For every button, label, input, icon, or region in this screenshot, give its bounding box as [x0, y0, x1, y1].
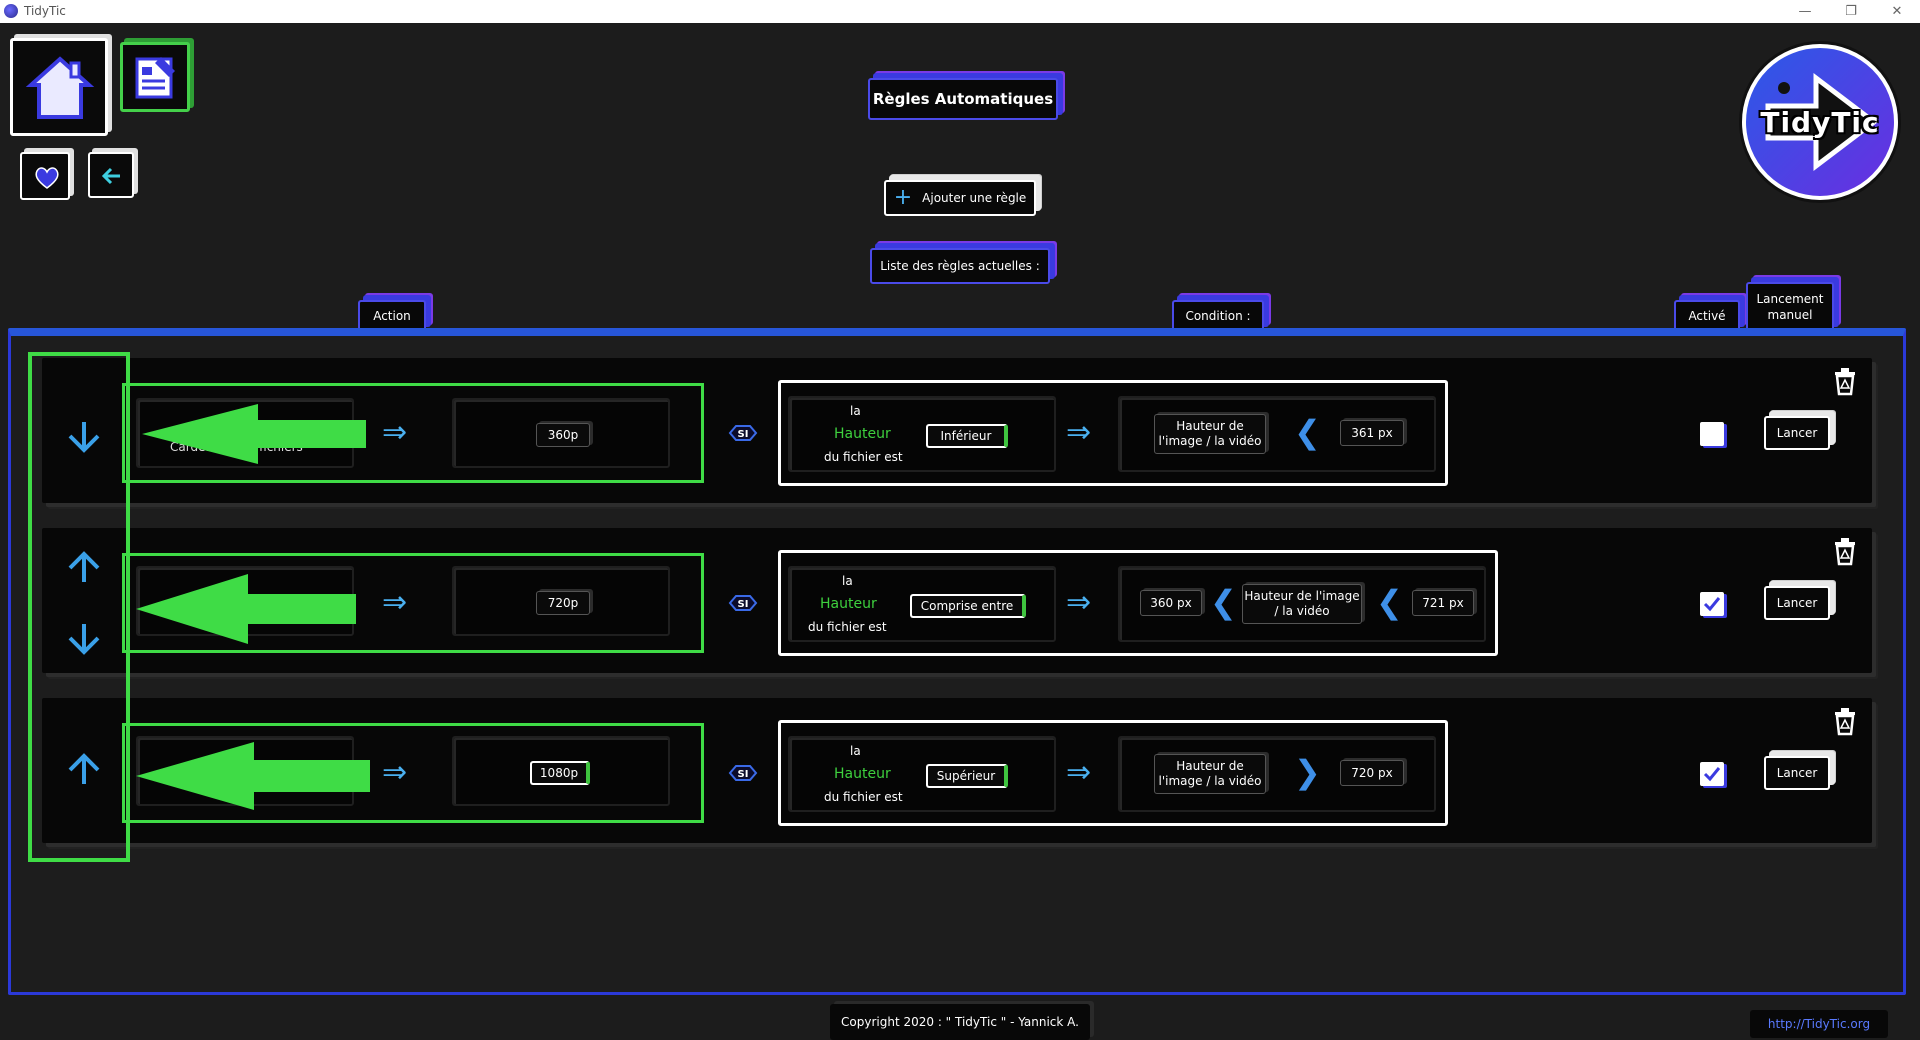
condition-value-group: 360 px ❮ Hauteur de l'image / la vidéo ❮… — [1118, 566, 1486, 642]
launch-button[interactable]: Lancer — [1764, 586, 1830, 620]
page-title: Règles Automatiques — [868, 78, 1058, 120]
double-arrow-right-icon: ⇒ — [382, 415, 408, 450]
tidytic-logo: TidyTic — [1742, 44, 1898, 200]
condition-property[interactable]: la Hauteur du fichier est Inférieur — [788, 396, 1056, 472]
annotation-highlight-box — [122, 553, 704, 653]
restore-button[interactable]: ❐ — [1845, 4, 1857, 19]
window-titlebar: TidyTic — ❐ ✕ — [0, 0, 1920, 23]
double-arrow-right-icon: ⇒ — [382, 585, 408, 620]
cond-suffix: du fichier est — [824, 450, 903, 464]
subject-label: Hauteur de l'image / la vidéo — [1242, 584, 1362, 624]
active-checkbox[interactable] — [1700, 762, 1724, 786]
cond-prefix: la — [850, 744, 861, 758]
subject-label: Hauteur de l'image / la vidéo — [1154, 754, 1266, 794]
value-input[interactable]: 720 px — [1340, 760, 1404, 786]
target-selector[interactable]: 360p — [452, 398, 670, 468]
value-low-input[interactable]: 360 px — [1140, 590, 1202, 616]
target-selector[interactable]: 720p — [452, 566, 670, 636]
trash-icon[interactable] — [1832, 706, 1858, 740]
annotation-highlight-box — [28, 352, 130, 862]
double-arrow-right-icon: ⇒ — [1066, 415, 1092, 450]
condition-property[interactable]: la Hauteur du fichier est Supérieur — [788, 736, 1056, 812]
si-badge: SI — [728, 764, 758, 782]
svg-text:SI: SI — [738, 769, 749, 780]
annotation-highlight-box — [122, 383, 704, 483]
rules-list-label: Liste des règles actuelles : — [870, 248, 1050, 284]
double-arrow-right-icon: ⇒ — [1066, 755, 1092, 790]
website-link[interactable]: http://TidyTic.org — [1750, 1010, 1888, 1038]
move-up-icon[interactable] — [66, 550, 102, 592]
app-icon — [4, 4, 18, 18]
column-header-manual-launch: Lancement manuel — [1746, 282, 1834, 332]
add-rule-button[interactable]: + Ajouter une règle — [884, 180, 1036, 216]
svg-text:SI: SI — [738, 429, 749, 440]
condition-value-group: Hauteur de l'image / la vidéo ❯ 720 px — [1118, 736, 1436, 812]
cond-prefix: la — [850, 404, 861, 418]
back-button[interactable] — [88, 152, 134, 198]
copyright-text: Copyright 2020 : " TidyTic " - Yannick A… — [830, 1004, 1090, 1040]
active-checkbox[interactable] — [1700, 592, 1724, 616]
chevron-left-icon: ❮ — [1376, 583, 1403, 621]
checkmark-icon — [1703, 767, 1721, 782]
column-header-condition: Condition : — [1172, 300, 1264, 332]
close-button[interactable]: ✕ — [1891, 4, 1903, 19]
target-selector[interactable]: 1080p — [452, 736, 670, 806]
logo-arrow-icon — [1765, 72, 1879, 172]
annotation-highlight-box — [122, 723, 704, 823]
window-title: TidyTic — [24, 4, 66, 18]
edit-rules-button[interactable] — [120, 42, 190, 112]
si-badge: SI — [728, 594, 758, 612]
launch-button[interactable]: Lancer — [1764, 756, 1830, 790]
trash-icon[interactable] — [1832, 536, 1858, 570]
target-value: 360p — [536, 423, 590, 447]
move-up-icon[interactable] — [66, 752, 102, 794]
move-down-icon[interactable] — [66, 622, 102, 664]
home-icon — [25, 56, 95, 119]
target-value: 1080p — [530, 761, 590, 785]
cond-property: Hauteur — [834, 766, 891, 782]
minimize-button[interactable]: — — [1798, 4, 1812, 19]
move-down-icon[interactable] — [66, 420, 102, 462]
operator-select[interactable]: Supérieur — [926, 764, 1008, 788]
chevron-right-icon: ❯ — [1294, 753, 1321, 791]
value-high-input[interactable]: 721 px — [1412, 590, 1474, 616]
svg-text:SI: SI — [738, 599, 749, 610]
double-arrow-right-icon: ⇒ — [382, 755, 408, 790]
trash-icon[interactable] — [1832, 366, 1858, 400]
annotation-arrow-left-icon — [136, 742, 370, 810]
condition-property[interactable]: la Hauteur du fichier est Comprise entre — [788, 566, 1056, 642]
cond-prefix: la — [842, 574, 853, 588]
si-badge: SI — [728, 424, 758, 442]
favorites-button[interactable] — [20, 152, 70, 200]
document-edit-icon — [135, 57, 175, 99]
heart-icon — [35, 167, 59, 189]
add-rule-label: Ajouter une règle — [922, 191, 1027, 205]
launch-button[interactable]: Lancer — [1764, 416, 1830, 450]
active-checkbox[interactable] — [1700, 422, 1724, 446]
target-value: 720p — [536, 591, 590, 615]
operator-select[interactable]: Comprise entre — [910, 594, 1026, 618]
arrow-left-icon — [101, 167, 120, 185]
double-arrow-right-icon: ⇒ — [1066, 585, 1092, 620]
column-header-active: Activé — [1674, 300, 1740, 332]
plus-icon: + — [893, 185, 913, 210]
home-button[interactable] — [10, 38, 108, 136]
cond-property: Hauteur — [834, 426, 891, 442]
chevron-left-icon: ❮ — [1294, 413, 1321, 451]
value-input[interactable]: 361 px — [1340, 420, 1404, 446]
condition-value-group: Hauteur de l'image / la vidéo ❮ 361 px — [1118, 396, 1436, 472]
cond-suffix: du fichier est — [808, 620, 887, 634]
checkmark-icon — [1703, 597, 1721, 612]
cond-property: Hauteur — [820, 596, 877, 612]
subject-label: Hauteur de l'image / la vidéo — [1154, 414, 1266, 454]
chevron-left-icon: ❮ — [1210, 583, 1237, 621]
cond-suffix: du fichier est — [824, 790, 903, 804]
annotation-arrow-left-icon — [136, 574, 356, 644]
logo-text: TidyTic — [1760, 106, 1880, 139]
annotation-arrow-left-icon — [142, 404, 366, 464]
operator-select[interactable]: Inférieur — [926, 424, 1008, 448]
